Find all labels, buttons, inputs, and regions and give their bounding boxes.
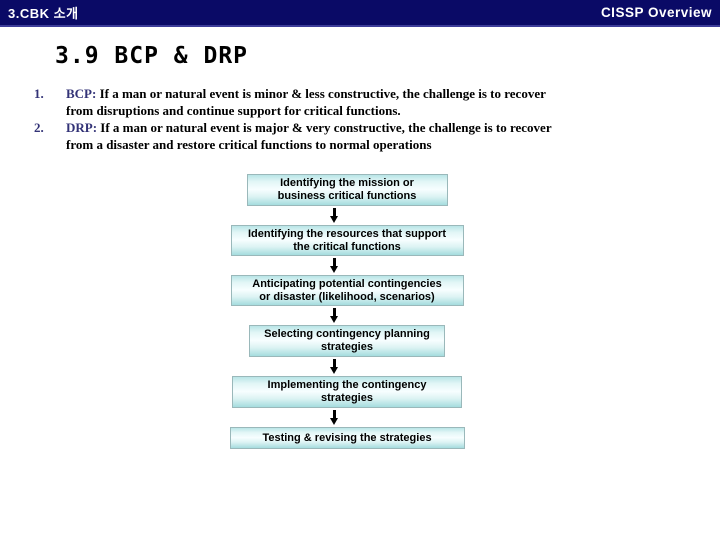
flow-step-text: Identifying the mission or [280,177,414,189]
flow-step-text: strategies [321,341,373,353]
list-item-number: 1. [34,86,44,101]
flow-step-select-strategies: Selecting contingency planning strategie… [249,325,445,357]
term-bcp: BCP: [66,86,97,101]
down-arrow-icon [329,308,339,323]
flow-step-identify-resources: Identifying the resources that support t… [230,225,464,256]
down-arrow-icon [329,410,339,425]
flow-step-text: or disaster (likelihood, scenarios) [259,290,435,303]
bcp-drp-flowchart: Identifying the mission or business crit… [227,174,467,449]
list-item: 2. DRP: If a man or natural event is maj… [34,119,682,153]
header-section-title: 3.CBK 소개 [8,6,79,21]
definition-list: 1. BCP: If a man or natural event is min… [34,85,682,153]
flow-step-text: strategies [321,392,373,404]
flow-step-implement-strategies: Implementing the contingency strategies [232,376,462,408]
flow-step-text: business critical functions [277,190,417,202]
down-arrow-icon [329,208,339,223]
header-bar: 3.CBK 소개 CISSP Overview [0,0,720,27]
flow-step-text: Implementing the contingency [267,379,427,391]
list-item-text: DRP: If a man or natural event is major … [66,119,682,153]
flow-step-text: Testing & revising the strategies [262,431,432,444]
list-item-number: 2. [34,120,44,135]
down-arrow-icon [329,258,339,273]
term-drp: DRP: [66,120,98,135]
definition-line: If a man or natural event is major & ver… [100,120,552,135]
flow-step-text: Selecting contingency planning [264,328,430,340]
definition-line: from a disaster and restore critical fun… [66,137,432,152]
header-course-title: CISSP Overview [600,5,712,20]
definition-line: from disruptions and continue support fo… [66,103,401,118]
definition-line: If a man or natural event is minor & les… [99,86,546,101]
flow-step-anticipate-contingencies: Anticipating potential contingencies or … [230,275,464,306]
list-item-text: BCP: If a man or natural event is minor … [66,85,682,119]
down-arrow-icon [329,359,339,374]
flow-step-text: Identifying the resources that support [247,227,447,240]
list-item: 1. BCP: If a man or natural event is min… [34,85,682,119]
flow-step-text: the critical functions [293,240,401,253]
flow-step-test-revise: Testing & revising the strategies [229,427,465,449]
flow-step-text: Anticipating potential contingencies [252,277,442,290]
flow-step-identify-mission: Identifying the mission or business crit… [246,174,448,206]
page-title: 3.9 BCP & DRP [55,43,249,69]
